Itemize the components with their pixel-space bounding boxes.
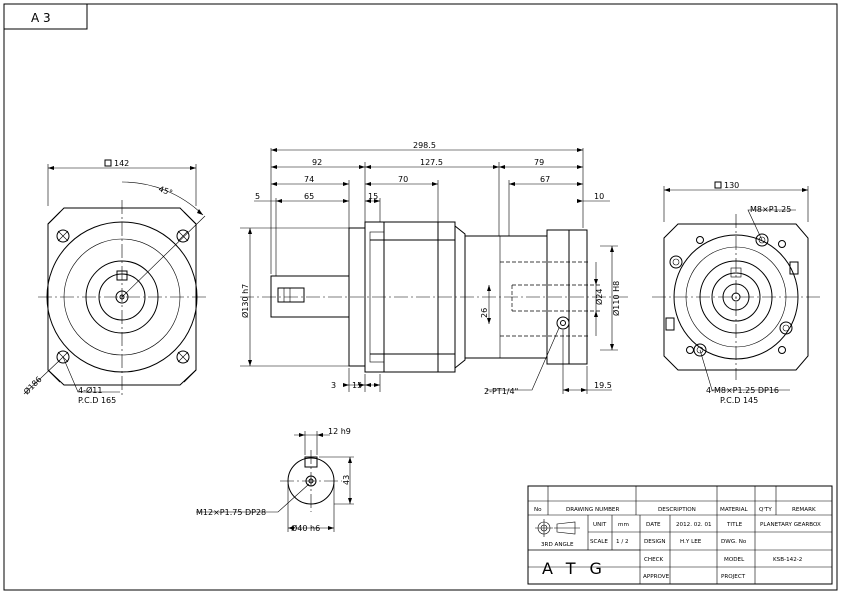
side-dim-10: 10 [594,192,604,201]
company-logo-text: ATG [542,559,616,578]
date-value: 2012. 02. 01 [676,522,712,528]
side-dim-79: 79 [534,158,544,167]
shaft-thread-callout: M12×P1.75 DP28 [196,508,266,517]
header-description: DESCRIPTION [658,507,696,513]
sheet-size-box [3,3,88,30]
title-block: No DRAWING NUMBER DESCRIPTION MATERIAL Q… [527,485,833,585]
model-value: KSB-142-2 [773,557,802,563]
side-dim-5: 5 [255,192,260,201]
header-drawing-number: DRAWING NUMBER [566,507,619,513]
side-view: 298.5 92 127.5 79 74 70 67 5 65 15 10 Ø1… [240,141,630,396]
project-label: PROJECT [721,574,746,580]
side-dim-74: 74 [304,175,314,184]
title-label: TITLE [726,522,743,528]
rear-pcd-callout: P.C.D 145 [720,396,758,405]
header-remark: REMARK [792,507,816,513]
side-dim-26: 26 [480,308,489,318]
unit-value: mm [618,522,629,528]
model-label: MODEL [724,557,745,563]
rear-tap-callout: 4-M8×P1.25 DP16 [706,386,779,395]
front-view: 142 45° Ø186 4-Ø11 P.C.D 165 [21,159,206,405]
sheet-border [3,3,838,591]
side-dim-67: 67 [540,175,550,184]
unit-label: UNIT [593,522,607,528]
side-dim-3: 3 [331,381,336,390]
side-port-callout: 2-PT1/4" [484,387,518,396]
sheet-size-label: A 3 [31,11,51,25]
rear-view: 130 M8×P1.25 4-M8×P1.25 DP16 P.C.D 145 [652,181,820,405]
front-diameter-dim: Ø186 [21,374,43,396]
side-dim-70: 70 [398,175,408,184]
projection-label: 3RD ANGLE [541,542,574,548]
side-dim-15-top: 15 [368,192,378,201]
shaft-key-height: 43 [342,475,351,485]
check-label: CHECK [644,557,664,563]
date-label: DATE [646,522,661,528]
dwg-label: DWG. No [721,539,747,545]
front-pcd-callout: P.C.D 165 [78,396,116,405]
design-label: DESIGN [644,539,666,545]
title-header-row: No DRAWING NUMBER DESCRIPTION MATERIAL Q… [534,507,816,513]
side-dim-19-5: 19.5 [594,381,612,390]
projection-symbol-icon [535,519,580,537]
approve-label: APPROVE [643,574,670,580]
header-material: MATERIAL [720,507,749,513]
title-value: PLANETARY GEARBOX [760,522,821,528]
scale-value: 1 / 2 [616,539,629,545]
side-dim-127-5: 127.5 [420,158,443,167]
rear-square-dim: 130 [724,181,739,190]
header-no: No [534,507,542,513]
side-dim-130h7: Ø130 h7 [240,284,250,318]
rear-tap-top: M8×P1.25 [750,205,791,214]
shaft-diameter: Ø40 h6 [291,523,320,533]
scale-label: SCALE [590,539,608,545]
front-hole-callout: 4-Ø11 [78,385,102,395]
side-dim-92: 92 [312,158,322,167]
front-angle-dim: 45° [157,184,173,197]
side-dim-24: Ø24 [594,289,604,305]
front-square-dim: 142 [114,159,129,168]
header-qty: Q'TY [759,507,772,513]
side-overall-dim: 298.5 [413,141,436,150]
design-value: H.Y LEE [680,539,702,545]
side-dim-65: 65 [304,192,314,201]
shaft-key-width: 12 h9 [328,427,351,436]
side-dim-110h8: Ø110 H8 [611,281,621,316]
side-dim-15-bottom: 15 [352,381,362,390]
shaft-detail: 12 h9 43 M12×P1.75 DP28 Ø40 h6 [196,427,354,533]
